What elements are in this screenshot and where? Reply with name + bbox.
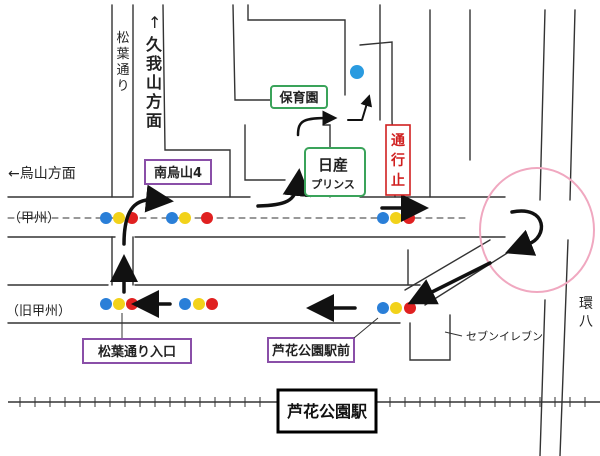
shoyodori-iriguchi-label: 松葉通り入口 [98,344,176,360]
kanpachi-char: 環 [579,296,593,312]
shoyodori-label: 松葉通り [116,31,129,94]
rokakoen-ekimae-pointer [353,317,379,339]
kugayama-char: 山 [146,73,162,92]
kugayama-char: 方 [146,92,162,111]
route-arrow-hoikuen [347,94,373,121]
closed-label: 通行止 [390,133,405,189]
route-arrows [110,94,544,322]
nissan-box [304,147,366,197]
rokakoen-ekimae-box [267,337,355,363]
signal-kyukoshu-mid [179,298,218,310]
kanpachi-west-edge [539,9,546,201]
signal-koshu-east [377,212,415,224]
shoyodori-char: 松 [116,31,129,46]
kugayama-arrow: ↑ [148,13,161,32]
road-lines [7,4,576,456]
block-c [244,124,286,181]
block-a [162,4,231,198]
block-south-2 [409,314,451,361]
koshu-label: （甲州） [8,211,60,226]
railway-ticks [19,397,586,407]
kanpachi-char: 八 [579,314,593,330]
hoikuen-box [270,85,328,109]
block-south-3 [539,299,546,456]
seven-eleven-label: セブンイレブン [466,329,543,343]
block-e [247,4,346,96]
kanpachi-diagonal-east [424,244,521,306]
station-label: 芦花公園駅 [287,402,368,421]
nissan-label-line2: プリンス [311,177,355,191]
route-arrow-to-nissan [296,110,338,137]
kugayama-char: 面 [146,111,162,130]
signal-kyukoshu-west [100,298,138,310]
route-arrow-uturn [505,209,544,256]
shoyodori-char: 葉 [116,47,129,62]
kyukoshu-label: （旧甲州） [6,304,71,319]
traffic-signals [100,212,416,314]
nissan-label-line1: 日産 [318,156,348,174]
rokakoen-ekimae-label: 芦花公園駅前 [272,343,350,359]
shoyodori-iriguchi-box [82,338,192,364]
shoyodori-char: り [116,79,129,94]
hoikuen-label: 保育園 [278,90,318,106]
kugayama-char: 久 [146,35,163,54]
signal-koshu-mid [166,212,213,224]
station-box [276,388,378,434]
closed-char: 行 [390,152,405,169]
signal-kyukoshu-east [377,302,416,314]
karasuyama-label: ←烏山方面 [8,165,76,182]
kanpachi-east-edge [559,9,576,456]
route-arrow-turn-koshu [122,184,174,246]
seven-eleven-pointer [444,331,463,337]
shoyodori-char: 通 [116,63,129,78]
kugayama-char: 我 [146,54,162,73]
closed-box [385,124,411,196]
minami-karasuyama-box [144,159,212,185]
signal-koshu-shoyodori [100,212,138,224]
closed-char: 通 [391,133,405,149]
route-arrow-koshu-east [256,168,311,208]
closed-char: 止 [391,172,405,189]
minami-karasuyama-label: 南烏山4 [154,165,202,181]
kanpachi-label: 環八 [579,296,593,330]
route-arrow-kanpachi-diagonal [407,261,492,305]
uturn-circle [479,167,595,293]
